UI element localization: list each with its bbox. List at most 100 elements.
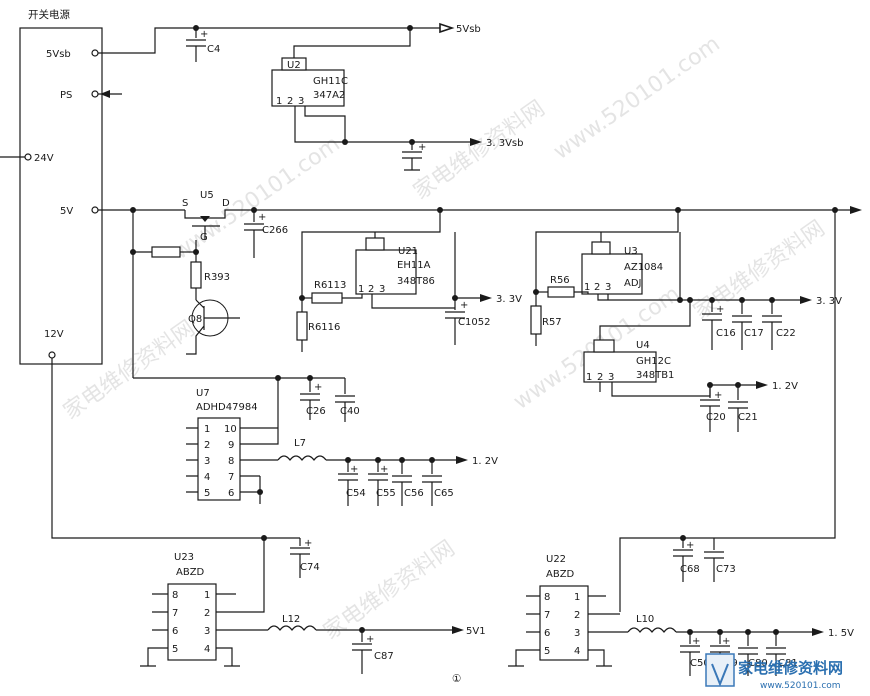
u3-pin: 3: [605, 282, 611, 293]
inductor-label-l7: L7: [294, 438, 306, 449]
inductor-label-l12: L12: [282, 614, 300, 625]
u7-pin: 2: [204, 440, 210, 451]
u21-code: 348T86: [397, 276, 435, 287]
u21-part: EH11A: [397, 260, 431, 271]
u3-pin: 1: [584, 282, 590, 293]
u23-pin: 5: [172, 644, 178, 655]
u3-pin: 2: [594, 282, 600, 293]
capacitor-label-c21: C21: [738, 412, 758, 423]
u4-part: GH12C: [636, 356, 671, 367]
capacitor-label-c74: C74: [300, 562, 320, 573]
capacitor-label-c40: C40: [340, 406, 360, 417]
rail-label-3v3-u3: 3. 3V: [816, 296, 842, 307]
capacitor-label-c80: C80: [748, 658, 768, 669]
rail-label-1v2-u4: 1. 2V: [772, 381, 798, 392]
pin-label-24v: 24V: [34, 153, 54, 164]
watermark-text: 家电维修资料网: [319, 536, 460, 645]
u7-part: ADHD47984: [196, 402, 258, 413]
capacitor-label-c81: C81: [778, 658, 798, 669]
rail-label-3v3-u21: 3. 3V: [496, 294, 522, 305]
u7-body: [197, 417, 241, 501]
capacitor-label-c54: C54: [346, 488, 366, 499]
u23-pin: 2: [204, 608, 210, 619]
capacitor-label-c4: +: [200, 29, 208, 40]
rail-label-1v5: 1. 5V: [828, 628, 854, 639]
u22-pin: 7: [544, 610, 550, 621]
u23-pin: 1: [204, 590, 210, 601]
u23-label: U23: [174, 552, 194, 563]
capacitor-label-c1052: C1052: [458, 317, 490, 328]
section-u21: U21 EH11A 348T86 1 2 3 3. 3V R6113 R6116…: [296, 207, 522, 352]
u23-pin: 6: [172, 626, 178, 637]
u7-pin: 4: [204, 472, 210, 483]
pin-label-ps: PS: [60, 90, 72, 101]
u7-pin: 5: [204, 488, 210, 499]
resistor-label-r6116: R6116: [308, 322, 340, 333]
power-module-title: 开关电源: [28, 8, 70, 21]
u4-pin: 2: [597, 372, 603, 383]
section-u3: U3 AZ1084 ADJ 1 2 3 R56 3. 3V R57 + C16 …: [530, 207, 842, 350]
u7-pin: 10: [224, 424, 237, 435]
section-u4: U4 GH12C 348TB1 1 2 3 1. 2V + C20 C21: [583, 300, 798, 432]
logo-url: www.520101.com: [760, 681, 841, 691]
capacitor-label-c4: C4: [207, 44, 220, 55]
figure-number: ①: [452, 673, 461, 685]
u7-pin: 7: [228, 472, 234, 483]
u4-pin: 3: [608, 372, 614, 383]
u2-pin: 2: [287, 96, 293, 107]
u5-drain: D: [222, 198, 230, 209]
transistor-label: Q8: [188, 314, 202, 325]
u4-pin: 1: [586, 372, 592, 383]
pin-label-12v: 12V: [44, 329, 64, 340]
capacitor-label-c16: C16: [716, 328, 736, 339]
svg-text:+: +: [418, 142, 426, 153]
capacitor-label-c68: C68: [680, 564, 700, 575]
u7-pin: 8: [228, 456, 234, 467]
u2-pin: 3: [298, 96, 304, 107]
u7-label: U7: [196, 388, 210, 399]
capacitor-label-c87: C87: [374, 651, 394, 662]
u3-label: U3: [624, 246, 638, 257]
capacitor-label-c26: C26: [306, 406, 326, 417]
u2-body: [271, 69, 345, 107]
svg-text:+: +: [460, 300, 468, 311]
u23-pin: 4: [204, 644, 210, 655]
u23-pin: 3: [204, 626, 210, 637]
section-5vsb: 5Vsb + C4 U2 GH11C 347A2 1 2 3 + 3. 3Vsb: [0, 22, 523, 171]
capacitor-label-c20: C20: [706, 412, 726, 423]
rail-label-3v3sb: 3. 3Vsb: [486, 138, 523, 149]
site-logo: 家电维修资料网 www.520101.com: [705, 653, 843, 691]
watermark-url: www.520101.com: [549, 31, 725, 164]
u5-gate: G: [200, 232, 208, 243]
u22-pin: 3: [574, 628, 580, 639]
u23-pin: 7: [172, 608, 178, 619]
rail-label-5vsb: 5Vsb: [456, 24, 481, 35]
u2-code: 347A2: [313, 90, 345, 101]
u3-body: [581, 253, 643, 295]
u3-code: ADJ: [624, 278, 642, 289]
u22-pin: 5: [544, 646, 550, 657]
section-u23: + C74 U23 ABZD 8 7 6 5 1 2 3 4 L12 5V1 +…: [51, 358, 486, 685]
svg-text:+: +: [258, 212, 266, 223]
u23-body: [167, 583, 217, 661]
u2-pin: 1: [276, 96, 282, 107]
u22-pin: 6: [544, 628, 550, 639]
rail-label-5v1: 5V1: [466, 626, 486, 637]
u5-source: S: [182, 198, 188, 209]
capacitor-label-c266: C266: [262, 225, 288, 236]
section-5v-main: S U5 D G + C266 R393 Q8 + C26 C40: [98, 190, 862, 422]
svg-text:+: +: [686, 540, 694, 551]
capacitor-label-c22: C22: [776, 328, 796, 339]
logo-text: 家电维修资料网: [738, 659, 843, 677]
resistor-label-r6113: R6113: [314, 280, 346, 291]
u2-label: U2: [287, 60, 301, 71]
u7-pin: 6: [228, 488, 234, 499]
u22-pin: 4: [574, 646, 580, 657]
u5-label: U5: [200, 190, 214, 201]
inductor-label-l10: L10: [636, 614, 654, 625]
u22-pin: 1: [574, 592, 580, 603]
svg-text:+: +: [714, 390, 722, 401]
u22-pin: 2: [574, 610, 580, 621]
section-u7: U7 ADHD47984 1 2 3 4 5 10 9 8 7 6 L7 1. …: [186, 378, 498, 506]
